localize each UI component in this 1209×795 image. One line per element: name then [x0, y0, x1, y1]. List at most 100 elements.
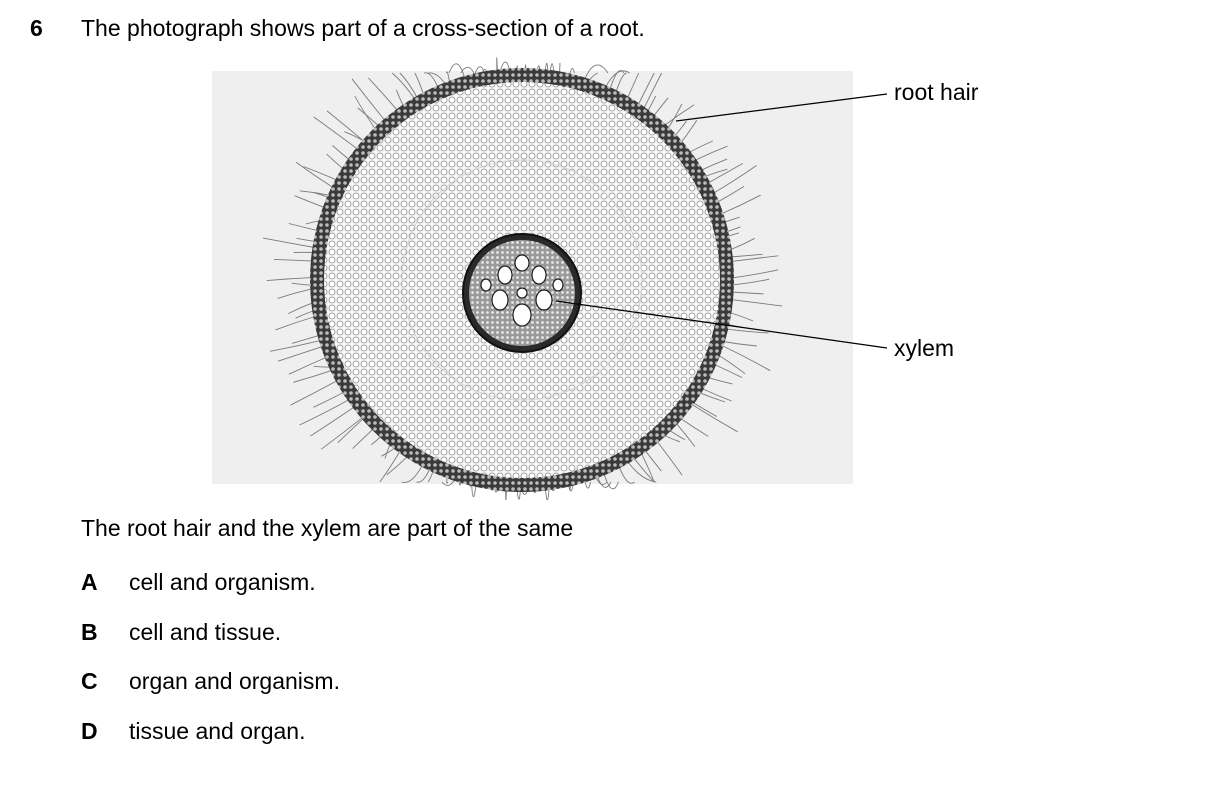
endodermis-outline [462, 233, 582, 353]
root-hair-strand [471, 481, 477, 498]
root-hair-strand [584, 480, 591, 489]
root-hair-strand [352, 428, 374, 449]
root-hair-strand [731, 255, 779, 262]
root-hair-strand [730, 253, 763, 258]
root-hair-strand [596, 475, 612, 488]
root-hair-strand [423, 72, 439, 88]
option-text: cell and tissue. [129, 619, 282, 645]
root-hair-strand [731, 278, 770, 286]
root-hair-strand [291, 334, 320, 344]
root-hair-strand [643, 72, 663, 110]
label-xylem: xylem [894, 335, 955, 361]
root-hair-strand [357, 107, 380, 127]
root-hair-strand [707, 376, 733, 385]
root-hair-strand [688, 140, 713, 153]
cortex-inner-ring [401, 159, 643, 401]
option-letter: C [81, 668, 98, 694]
root-hair-strand [680, 119, 698, 143]
root-hair-strand [290, 380, 338, 406]
root-hair-strand [299, 190, 330, 196]
root-hair-strand [664, 104, 695, 126]
root-hair-strand [266, 277, 313, 282]
root-hair-strand [399, 72, 418, 99]
root-hair-strand [313, 391, 345, 408]
root-hair-strand [446, 71, 451, 83]
root-hair-leader-line [675, 93, 888, 122]
root-hair-strand [263, 237, 315, 248]
option-a[interactable]: A cell and organism. [81, 569, 316, 596]
root-hair-strand [603, 473, 619, 490]
root-hair-strand [351, 78, 386, 122]
root-hair-strand [428, 72, 446, 85]
root-hair-strand [414, 72, 425, 95]
root-hair-strand [731, 269, 779, 279]
root-hair-strand [691, 403, 738, 433]
root-cross-section-figure [212, 57, 888, 500]
root-hair-strand [288, 356, 327, 375]
root-hair-strand [277, 288, 313, 299]
root-hair-strand [416, 468, 431, 483]
root-hair-strand [275, 316, 316, 331]
root-hair-strand [692, 402, 718, 417]
root-hair-strand [675, 422, 696, 447]
root-hair-strand [391, 72, 416, 100]
root-hair-strand [700, 158, 728, 171]
question-stem: The photograph shows part of a cross-sec… [81, 15, 645, 41]
root-hair-strand [460, 66, 476, 76]
root-hair-strand [474, 66, 485, 74]
root-hair-strand [627, 461, 657, 483]
option-b[interactable]: B cell and tissue. [81, 619, 281, 646]
question-number: 6 [30, 15, 43, 41]
root-hair-strand [644, 449, 662, 472]
root-hair-strand [731, 291, 764, 295]
root-hair-strand [714, 363, 743, 379]
root-hair-strand [633, 457, 655, 483]
option-d[interactable]: D tissue and organ. [81, 718, 305, 745]
root-hair-strand [379, 450, 401, 483]
root-hair-strand [368, 77, 399, 112]
root-hair-strand [549, 63, 555, 74]
root-hair-strand [729, 237, 755, 251]
root-hair-strand [401, 464, 423, 483]
root-hair-strand [299, 399, 350, 426]
root-hair-strand [354, 95, 376, 130]
root-hair-strand [277, 345, 323, 362]
root-hair-strand [679, 417, 709, 437]
root-hair-strand [729, 312, 754, 322]
xylem-leader-line [555, 300, 888, 349]
root-hair-strand [321, 416, 364, 450]
option-letter: B [81, 619, 98, 645]
option-text: cell and organism. [129, 569, 316, 595]
option-text: tissue and organ. [129, 718, 306, 744]
root-hair-strand [609, 70, 625, 90]
root-hair-strand [294, 195, 325, 209]
root-hair-strand [295, 161, 334, 189]
root-hair-strand [637, 72, 655, 106]
root-hair-strand [640, 452, 655, 483]
root-hair-strand [313, 116, 358, 150]
root-hair-strand [731, 299, 783, 307]
root-hair-strand [303, 166, 338, 181]
root-hair-strand [337, 417, 365, 444]
root-hair-strand [273, 258, 313, 262]
root-hair-strand [721, 344, 771, 372]
root-hair-strand [694, 145, 728, 161]
question-lead: The root hair and the xylem are part of … [81, 515, 574, 541]
root-hair-strand [287, 302, 314, 315]
root-hair-strand [716, 186, 745, 203]
root-hair-strand [270, 339, 322, 352]
xylem-vessels [480, 254, 564, 327]
label-root-hair: root hair [894, 79, 979, 105]
root-hair-strand [721, 194, 761, 215]
root-hair-strand [626, 72, 640, 99]
root-hair-strand [310, 406, 355, 437]
root-hair-strand [667, 103, 683, 130]
option-c[interactable]: C organ and organism. [81, 668, 340, 695]
root-hair-strand [615, 72, 627, 93]
option-letter: A [81, 569, 98, 595]
root-hair-strand [595, 476, 608, 485]
root-hair-strand [618, 466, 635, 484]
root-hair-strand [584, 64, 609, 80]
root-hair-strand [713, 165, 757, 194]
root-hair-strand [496, 57, 498, 74]
